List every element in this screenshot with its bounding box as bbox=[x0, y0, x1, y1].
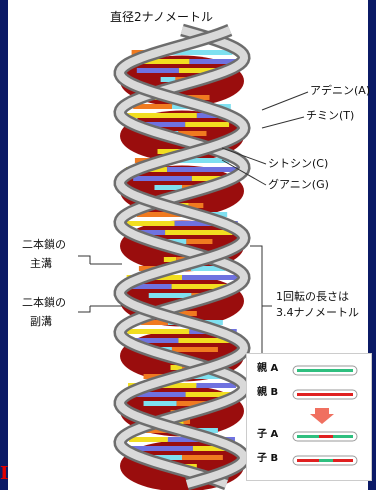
child-a-red-middle bbox=[319, 435, 333, 438]
base-pair-left bbox=[126, 113, 197, 118]
parent-a-strand bbox=[297, 369, 353, 372]
replication-inset: 親 A 親 B 子 A 子 B bbox=[246, 353, 372, 481]
label-parent-b: 親 B bbox=[257, 386, 278, 400]
base-pair-left bbox=[127, 329, 189, 334]
replication-arrow bbox=[310, 408, 334, 424]
base-pair-left bbox=[149, 293, 192, 298]
base-pair-left bbox=[144, 401, 177, 406]
label-guanine: グアニン(G) bbox=[268, 178, 329, 192]
base-pair-right bbox=[182, 455, 223, 460]
leader-thymine bbox=[262, 117, 304, 128]
label-major-groove-1: 二本鎖の bbox=[22, 238, 66, 252]
corner-mark: I bbox=[0, 463, 8, 484]
label-thymine: チミン(T) bbox=[306, 109, 354, 123]
label-turn-length-1: 1回転の長さは bbox=[276, 290, 349, 304]
parent-b-strand bbox=[297, 393, 353, 396]
label-minor-groove-1: 二本鎖の bbox=[22, 296, 66, 310]
label-adenine: アデニン(A) bbox=[310, 84, 370, 98]
label-minor-groove-2: 副溝 bbox=[30, 315, 52, 329]
bracket-one-turn bbox=[250, 246, 262, 370]
child-a-green-left bbox=[297, 435, 319, 438]
label-child-b: 子 B bbox=[257, 452, 278, 466]
base-pair-right bbox=[165, 230, 232, 235]
base-pair-left bbox=[133, 176, 192, 181]
leader-major-groove bbox=[78, 256, 122, 264]
base-pair-left bbox=[129, 437, 168, 442]
base-pair-right bbox=[182, 275, 237, 280]
label-turn-length-2: 3.4ナノメートル bbox=[276, 306, 359, 320]
base-pair-right bbox=[186, 239, 212, 244]
child-a-green-right bbox=[333, 435, 353, 438]
label-cytosine: シトシン(C) bbox=[268, 157, 328, 171]
label-child-a: 子 A bbox=[257, 428, 278, 442]
child-b-green-middle bbox=[319, 459, 333, 462]
diameter-title: 直径2ナノメートル bbox=[110, 10, 213, 24]
base-pair-left bbox=[126, 221, 174, 226]
base-pair-right bbox=[196, 383, 236, 388]
child-b-red-left bbox=[297, 459, 319, 462]
label-major-groove-2: 主溝 bbox=[30, 257, 52, 271]
base-pair-right bbox=[172, 347, 218, 352]
child-b-red-right bbox=[333, 459, 353, 462]
base-pair-right bbox=[167, 167, 238, 172]
label-parent-a: 親 A bbox=[257, 362, 278, 376]
base-pair-left bbox=[137, 68, 179, 73]
base-pair-right bbox=[185, 122, 229, 127]
base-pair-left bbox=[154, 185, 182, 190]
leader-minor-groove bbox=[78, 306, 122, 312]
leader-adenine bbox=[262, 92, 308, 110]
